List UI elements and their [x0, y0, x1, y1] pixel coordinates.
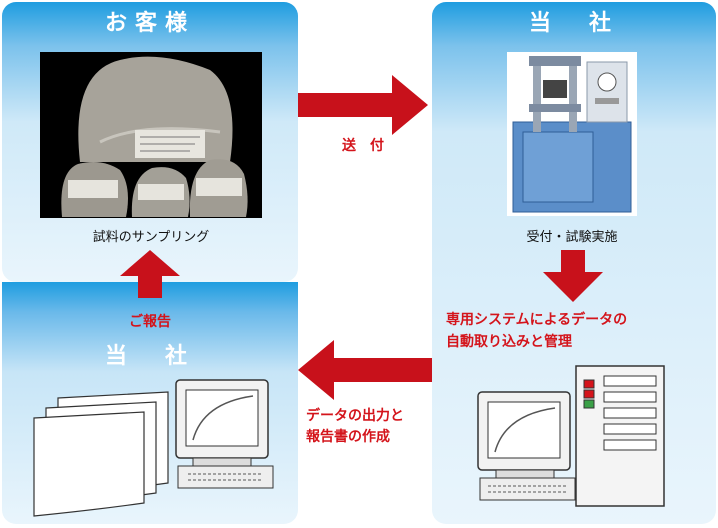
- testing-machine-photo: [507, 52, 637, 216]
- sampling-caption: 試料のサンプリング: [92, 230, 210, 245]
- process-text-line2: 自動取り込みと管理: [446, 334, 572, 350]
- output-arrow-icon: [298, 340, 432, 400]
- reports-and-pc-illustration: [33, 379, 274, 517]
- sample-bags-photo: [40, 52, 262, 218]
- send-label: 送 付: [342, 138, 384, 154]
- sample-bags-illustration: [61, 56, 248, 217]
- report-panel-title: 当 社: [104, 344, 195, 369]
- company-panel-title: 当 社: [528, 11, 619, 36]
- down-arrow-icon: [543, 250, 603, 302]
- testing-machine-illustration: [512, 56, 632, 213]
- process-text-line1: 専用システムによるデータの: [446, 312, 628, 328]
- customer-panel-title: お客様: [104, 11, 195, 36]
- workstation-illustration: [477, 365, 665, 507]
- report-label: ご報告: [129, 314, 171, 330]
- output-text-line2: 報告書の作成: [306, 429, 390, 445]
- send-arrow-icon: [298, 75, 428, 135]
- output-text-line1: データの出力と: [306, 408, 404, 424]
- testing-caption: 受付・試験実施: [526, 230, 618, 245]
- up-arrow-icon: [120, 250, 180, 298]
